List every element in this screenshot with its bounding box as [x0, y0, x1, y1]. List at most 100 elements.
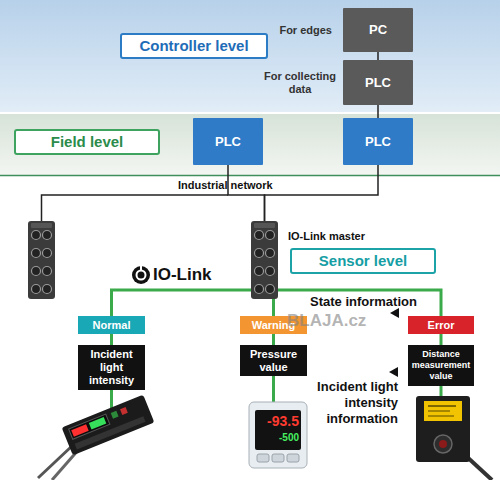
node-text: PLC — [365, 134, 391, 150]
sensor-body — [249, 402, 307, 468]
sensor-button — [272, 454, 284, 462]
network-line — [265, 165, 379, 221]
port-symbol — [32, 267, 41, 276]
port-symbol — [255, 267, 264, 276]
network-line — [228, 165, 265, 221]
port-symbol — [43, 249, 52, 258]
network-wire — [42, 195, 229, 221]
indicator-lamp — [111, 411, 119, 419]
node-text: PLC — [365, 75, 391, 91]
annotation-text: For edges — [248, 23, 332, 37]
logo-bar — [140, 266, 142, 271]
io-link-master: IO-Link master — [251, 221, 278, 299]
plate-marking — [428, 411, 450, 412]
sensor-cable — [272, 376, 275, 402]
sensor-body — [416, 396, 470, 462]
port-symbol — [43, 285, 52, 294]
network-label: Industrial network — [178, 178, 273, 192]
port-symbol — [266, 285, 275, 294]
watermark: BLAJA.cz — [287, 311, 366, 331]
node-text: Controller level — [139, 37, 248, 55]
pressure-sensor — [249, 402, 307, 468]
port-panel — [251, 221, 278, 299]
sensor-rail — [75, 416, 146, 449]
node-text: Pressure value — [242, 348, 305, 374]
sensor-button — [287, 454, 299, 462]
master-cap — [31, 223, 52, 228]
io-link-cable — [272, 334, 275, 345]
value-box: Pressure value — [240, 345, 307, 376]
port-symbol — [255, 231, 264, 240]
level-label: Field level — [14, 129, 160, 155]
sensor-button — [257, 454, 269, 462]
laser-spot — [439, 440, 447, 448]
node-text: Incident light intensity — [80, 348, 143, 387]
plc-box: PLC — [343, 60, 413, 105]
io-link-cable — [112, 290, 252, 316]
node-text: Sensor level — [319, 252, 407, 270]
port-symbol — [266, 249, 275, 258]
pointer-triangle — [389, 367, 398, 377]
io-link-master-device — [28, 221, 55, 299]
port-symbol — [32, 285, 41, 294]
display-reading: -93.5 — [255, 413, 299, 429]
display-reading: -500 — [255, 432, 299, 444]
status-tag: Normal — [78, 316, 145, 334]
display-digits — [89, 417, 106, 429]
controller-band — [0, 0, 500, 113]
indicator-lamp — [120, 407, 128, 415]
port-symbol — [32, 249, 41, 258]
port-symbol — [255, 285, 264, 294]
port-symbol — [255, 249, 264, 258]
io-link-cable — [110, 334, 113, 345]
port-symbol — [43, 267, 52, 276]
plate-marking — [428, 405, 456, 407]
level-label: Controller level — [120, 33, 268, 59]
level-label: Sensor level — [290, 248, 436, 274]
laser-sensor — [416, 396, 492, 480]
node-text: PC — [369, 22, 387, 38]
plate-marking — [428, 416, 454, 417]
sensor-body — [62, 395, 155, 456]
node-text: Field level — [51, 133, 124, 151]
port-symbol — [266, 267, 275, 276]
info-label: Incident light intensity information — [298, 379, 398, 427]
annotation-text: For collecting data — [258, 70, 342, 96]
network-line — [377, 52, 379, 60]
sensor-lens — [434, 435, 452, 453]
plc-box: PLC — [193, 118, 263, 165]
pointer-triangle — [390, 308, 399, 318]
node-text: Error — [428, 318, 455, 332]
network-line — [377, 105, 379, 118]
node-text: IO-Link master — [288, 229, 365, 243]
logo-text: IO-Link — [153, 265, 212, 285]
node-text: Distance measurement value — [410, 349, 472, 382]
node-text: PLC — [215, 134, 241, 150]
master-body — [28, 221, 55, 299]
logo-circle — [132, 266, 150, 284]
band-divider — [0, 112, 500, 114]
node-text: Normal — [93, 318, 131, 332]
io-link-cable — [272, 299, 275, 316]
status-tag: Error — [408, 316, 474, 334]
pc-box: PC — [343, 8, 413, 52]
sensor-cable — [440, 386, 443, 396]
sensor-display — [255, 410, 301, 450]
io-link-cable — [440, 334, 443, 345]
port-symbol — [266, 231, 275, 240]
info-label: State information — [310, 294, 417, 309]
port-symbol — [43, 231, 52, 240]
value-box: Distance measurement value — [408, 345, 474, 386]
sensor-plate — [424, 401, 462, 421]
plc-box: PLC — [343, 118, 413, 165]
logo-ring — [137, 271, 146, 280]
band-divider — [0, 175, 500, 177]
display-digits — [71, 424, 88, 436]
master-cap — [254, 223, 275, 228]
field-band — [0, 113, 500, 175]
